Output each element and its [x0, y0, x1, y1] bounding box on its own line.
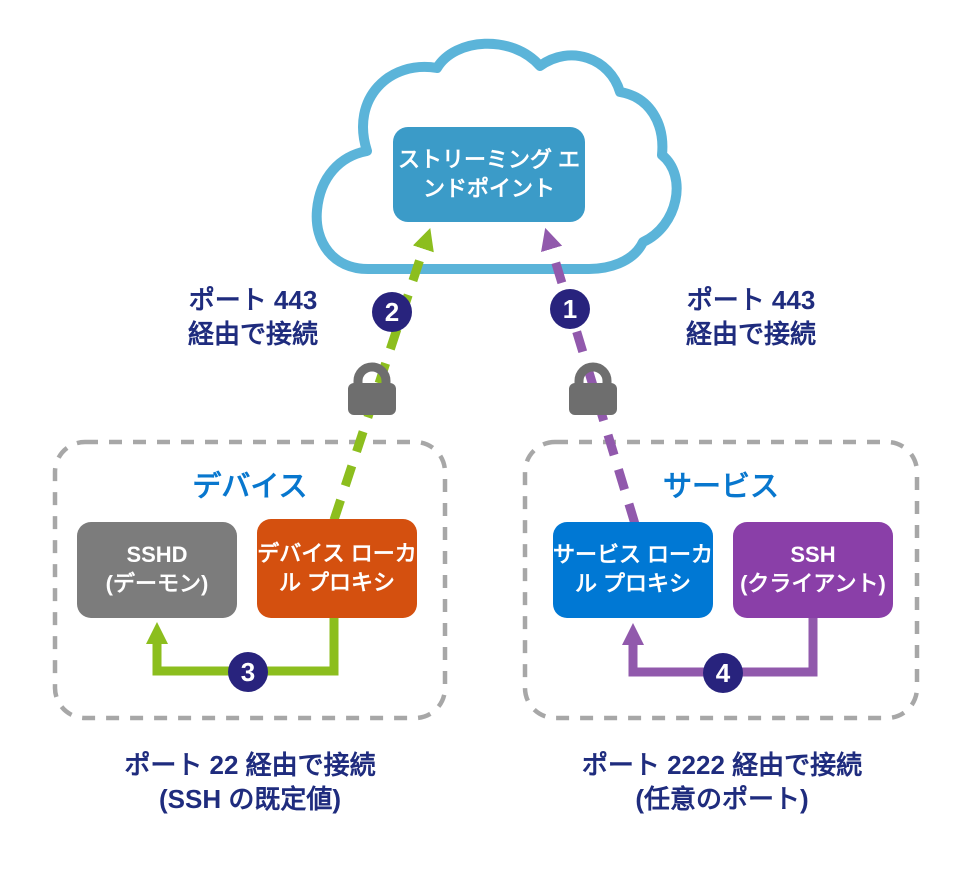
port-443-device-line2: 経由で接続 [187, 319, 318, 350]
port-443-label-service: ポート 443 経由で接続 [631, 283, 871, 352]
port-443-device-line1: ポート 443 [188, 285, 318, 315]
port-2222-label: ポート 2222 経由で接続 (任意のポート) [542, 748, 902, 817]
device-to-cloud-arrow [329, 228, 434, 522]
lock-icon-service [569, 362, 617, 415]
port-2222-line2: (任意のポート) [635, 784, 809, 815]
service-group-border [522, 439, 920, 721]
port-22-line1: ポート 22 経由で接続 [124, 750, 376, 780]
sshd-line1: SSHD [126, 542, 188, 568]
port-443-service-line1: ポート 443 [686, 285, 816, 315]
ssh-client-box: SSH (クライアント) [733, 522, 893, 618]
streaming-endpoint-box: ストリーミング エ ンドポイント [393, 127, 585, 222]
device-group-border [52, 439, 448, 721]
device-group-title: デバイス [192, 471, 308, 503]
service-proxy-line1: サービス ローカ [552, 542, 714, 568]
port-443-service-line2: 経由で接続 [685, 319, 816, 350]
device-local-proxy-box: デバイス ローカ ル プロキシ [257, 519, 417, 618]
ssh-client-line2: (クライアント) [740, 571, 886, 596]
port-22-line2: (SSH の既定値) [158, 784, 341, 815]
streaming-endpoint-line1: ストリーミング エ [397, 146, 581, 172]
ssh-client-line1: SSH [790, 542, 836, 568]
step-badge-3: 3 [228, 652, 268, 692]
port-2222-line1: ポート 2222 経由で接続 [581, 750, 863, 780]
device-proxy-line2: ル プロキシ [278, 569, 396, 595]
step-badge-4: 4 [703, 653, 743, 693]
step-badge-1: 1 [550, 289, 590, 329]
sshd-line2: (デーモン) [105, 571, 209, 596]
step-badge-2: 2 [372, 292, 412, 332]
lock-icon-device [348, 362, 396, 415]
service-group-title: サービス [662, 471, 779, 503]
service-proxy-line2: ル プロキシ [574, 571, 692, 596]
port-22-label: ポート 22 経由で接続 (SSH の既定値) [70, 748, 430, 817]
streaming-endpoint-line2: ンドポイント [422, 175, 555, 201]
service-local-proxy-box: サービス ローカ ル プロキシ [553, 522, 713, 618]
device-proxy-line1: デバイス ローカ [257, 540, 417, 566]
port-443-label-device: ポート 443 経由で接続 [133, 283, 373, 352]
sshd-daemon-box: SSHD (デーモン) [77, 522, 237, 618]
